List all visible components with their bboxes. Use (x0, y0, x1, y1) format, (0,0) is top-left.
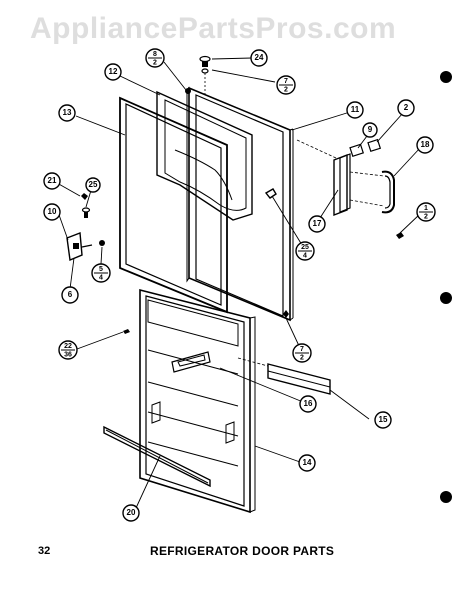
callout-17: 17 (308, 215, 326, 233)
svg-text:10: 10 (48, 207, 57, 216)
svg-text:18: 18 (421, 140, 430, 149)
svg-text:4: 4 (99, 274, 103, 281)
middle-hinge-pin (283, 310, 289, 318)
svg-text:13: 13 (63, 108, 72, 117)
svg-text:12: 12 (109, 67, 118, 76)
registration-dot-bottom (440, 491, 452, 503)
svg-text:16: 16 (304, 399, 313, 408)
svg-text:22: 22 (64, 343, 72, 350)
svg-text:21: 21 (48, 176, 57, 185)
leader-lines (56, 57, 421, 509)
lower-shelf-bar (237, 357, 331, 395)
callout-25-over-4: 25 4 (295, 241, 315, 261)
svg-text:4: 4 (303, 252, 307, 259)
callout-12: 12 (104, 63, 122, 81)
lower-screw (123, 329, 130, 334)
svg-text:20: 20 (127, 508, 136, 517)
callout-25: 25 (85, 177, 101, 193)
callout-18: 18 (416, 136, 434, 154)
svg-text:9: 9 (368, 125, 373, 134)
callout-15: 15 (374, 411, 392, 429)
svg-text:7: 7 (300, 346, 304, 353)
svg-text:6: 6 (68, 290, 73, 299)
callout-1-over-2: 1 2 (416, 202, 436, 222)
svg-text:25: 25 (89, 180, 98, 189)
svg-text:8: 8 (153, 51, 157, 58)
svg-text:2: 2 (404, 103, 409, 112)
callout-21: 21 (43, 172, 61, 190)
page-number: 32 (38, 545, 51, 557)
callout-20: 20 (122, 504, 140, 522)
svg-text:14: 14 (303, 458, 312, 467)
callout-5-over-4: 5 4 (91, 263, 111, 283)
callout-14: 14 (298, 454, 316, 472)
callout-22-over-36: 22 36 (58, 340, 78, 360)
svg-text:7: 7 (284, 78, 288, 85)
callout-10: 10 (43, 203, 61, 221)
svg-text:15: 15 (379, 415, 388, 424)
svg-text:36: 36 (64, 351, 72, 358)
panel-clip (264, 188, 277, 199)
upper-door-liner (156, 90, 253, 221)
callout-9: 9 (362, 122, 378, 138)
svg-text:25: 25 (301, 244, 309, 251)
svg-text:2: 2 (300, 354, 304, 361)
diagram-title: REFRIGERATOR DOOR PARTS (150, 544, 335, 558)
top-hinge-parts (185, 55, 211, 96)
callout-13: 13 (58, 104, 76, 122)
svg-text:1: 1 (424, 205, 428, 212)
callout-24: 24 (250, 49, 268, 67)
upper-door-panel (186, 86, 294, 322)
callout-7-over-2-middle: 7 2 (292, 343, 312, 363)
callout-6: 6 (61, 286, 79, 304)
registration-dot-top (440, 71, 452, 83)
callout-7-over-2-top: 7 2 (276, 75, 296, 95)
svg-text:5: 5 (99, 266, 103, 273)
svg-text:24: 24 (255, 53, 264, 62)
bottom-trim-strip (103, 425, 211, 488)
svg-text:17: 17 (313, 219, 322, 228)
callout-16: 16 (299, 395, 317, 413)
callout-8-over-2: 8 2 (145, 48, 165, 68)
svg-text:11: 11 (351, 105, 360, 114)
left-hinge-parts (66, 193, 105, 261)
callout-11: 11 (346, 101, 364, 119)
svg-text:2: 2 (284, 86, 288, 93)
svg-text:2: 2 (153, 59, 157, 66)
lower-door-panel (139, 288, 256, 514)
callout-2: 2 (397, 99, 415, 117)
registration-dot-middle (440, 292, 452, 304)
svg-text:2: 2 (424, 213, 428, 220)
